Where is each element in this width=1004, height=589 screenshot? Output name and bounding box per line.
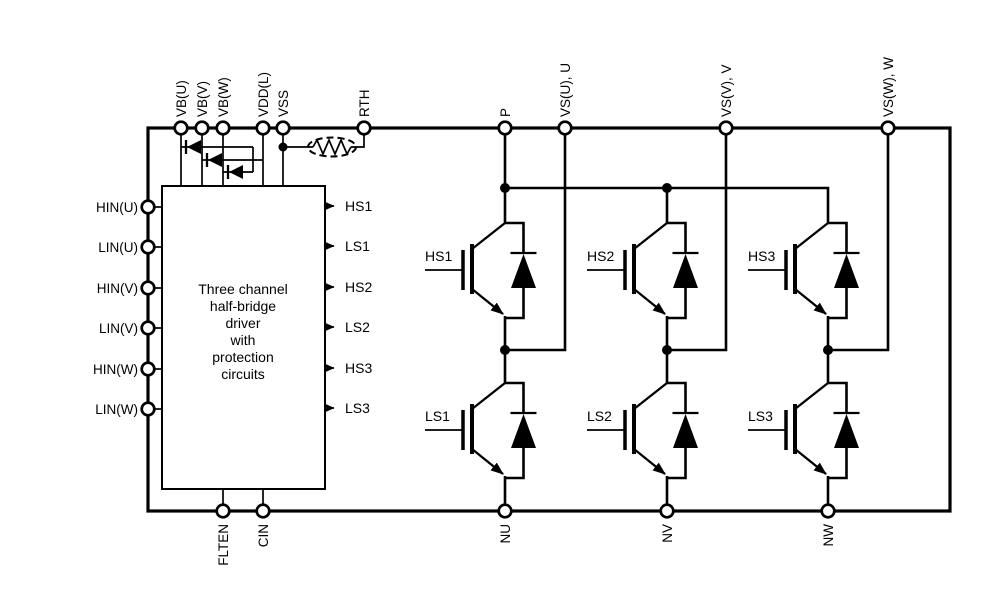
pin-label-cin: CIN bbox=[256, 524, 271, 547]
driver-label-line4: with bbox=[230, 332, 256, 348]
igbt-hs3: HS3 bbox=[748, 221, 860, 350]
top-pin-labels: VB(U) VB(V) VB(W) VDD(L) VSS RTH P VS(U)… bbox=[174, 57, 896, 117]
igbt-ls3: LS3 bbox=[748, 350, 860, 511]
thermistor-rth bbox=[278, 136, 357, 158]
driver-label-line5: protection bbox=[212, 349, 273, 365]
pin-label-vdd-l: VDD(L) bbox=[256, 72, 271, 117]
output-label-ls3: LS3 bbox=[345, 400, 370, 416]
pin-label-lin-w: LIN(W) bbox=[95, 402, 138, 417]
pin-label-nw: NW bbox=[821, 524, 836, 547]
output-label-hs2: HS2 bbox=[345, 279, 372, 295]
pin-label-vs-v: VS(V), V bbox=[719, 64, 734, 117]
output-label-hs3: HS3 bbox=[345, 360, 372, 376]
gate-label-ls3: LS3 bbox=[748, 408, 773, 424]
driver-label-line6: circuits bbox=[221, 366, 265, 382]
package-outline bbox=[146, 126, 952, 513]
gate-label-ls1: LS1 bbox=[425, 408, 450, 424]
pin-label-flten: FLTEN bbox=[216, 524, 231, 566]
pin-label-vs-u: VS(U), U bbox=[558, 63, 573, 117]
igbt-ls1: LS1 bbox=[425, 350, 537, 511]
output-label-hs1: HS1 bbox=[345, 198, 372, 214]
pin-label-vs-w: VS(W), W bbox=[881, 57, 896, 117]
driver-label-line2: half-bridge bbox=[210, 298, 276, 314]
driver-block bbox=[161, 185, 326, 490]
driver-outputs: HS1 LS1 HS2 LS2 HS3 LS3 bbox=[325, 198, 372, 416]
igbt-hs1: HS1 bbox=[425, 221, 537, 350]
pin-label-vb-w: VB(W) bbox=[216, 77, 231, 117]
pin-label-vb-v: VB(V) bbox=[195, 81, 210, 117]
pin-label-hin-w: HIN(W) bbox=[93, 362, 138, 377]
output-label-ls2: LS2 bbox=[345, 319, 370, 335]
gate-label-hs2: HS2 bbox=[587, 248, 614, 264]
bottom-pin-labels: FLTEN CIN NU NV NW bbox=[216, 524, 836, 566]
pin-label-nu: NU bbox=[498, 524, 513, 544]
pin-label-p: P bbox=[498, 108, 513, 117]
gate-label-ls2: LS2 bbox=[587, 408, 612, 424]
pin-label-hin-u: HIN(U) bbox=[96, 200, 138, 215]
junction-dots bbox=[500, 183, 833, 355]
driver-label-line1: Three channel bbox=[198, 281, 288, 297]
pin-label-vss: VSS bbox=[276, 90, 291, 117]
left-pin-labels: HIN(U) LIN(U) HIN(V) LIN(V) HIN(W) LIN(W… bbox=[93, 200, 138, 417]
driver-label-line3: driver bbox=[225, 315, 260, 331]
igbt-hs2: HS2 bbox=[587, 221, 699, 350]
pin-label-vb-u: VB(U) bbox=[174, 80, 189, 117]
power-rails bbox=[503, 128, 890, 352]
gate-label-hs1: HS1 bbox=[425, 248, 452, 264]
package-pins bbox=[140, 120, 896, 519]
pin-label-lin-u: LIN(U) bbox=[98, 240, 138, 255]
igbt-ls2: LS2 bbox=[587, 350, 699, 511]
pin-label-hin-v: HIN(V) bbox=[97, 281, 138, 296]
driver-block-label: Three channel half-bridge driver with pr… bbox=[198, 281, 288, 382]
output-label-ls1: LS1 bbox=[345, 238, 370, 254]
pin-label-rth: RTH bbox=[357, 89, 372, 117]
pin-label-lin-v: LIN(V) bbox=[99, 321, 138, 336]
bootstrap-diodes bbox=[184, 140, 243, 179]
gate-label-hs3: HS3 bbox=[748, 248, 775, 264]
pin-label-nv: NV bbox=[660, 524, 675, 543]
